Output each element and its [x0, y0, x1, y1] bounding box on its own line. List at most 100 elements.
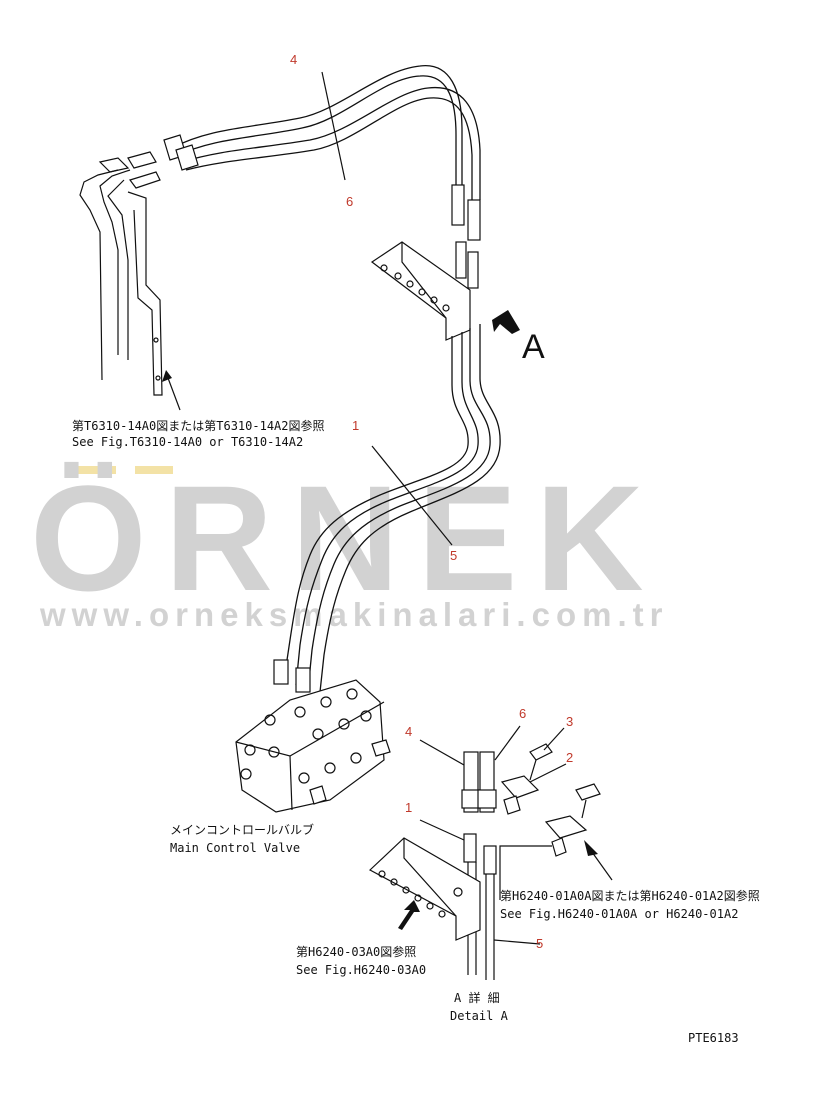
detail-nut [503, 795, 521, 815]
callout-detail-5: 5 [536, 936, 543, 951]
ref-t6310-jp: 第T6310-14A0図または第T6310-14A2図参照 [72, 418, 325, 433]
drawing-code: PTE6183 [688, 1031, 739, 1045]
leader-line [371, 445, 453, 546]
hose-4-outer-b [175, 75, 457, 190]
leader-line [494, 725, 521, 761]
watermark-umlaut-right [135, 466, 173, 474]
valve-port [360, 710, 372, 722]
pipe-5-b [319, 324, 501, 693]
valve-label-jp: メインコントロールバルブ [170, 822, 314, 837]
bracket-hole [406, 280, 414, 288]
pipe-fitting [455, 241, 467, 279]
valve-spool-end [309, 785, 327, 805]
callout-detail-1: 1 [405, 800, 412, 815]
detail-hose-nut [477, 789, 497, 809]
hose-4-outer-a [171, 65, 463, 185]
bracket-hole [430, 296, 438, 304]
pipe-fitting [467, 251, 479, 289]
ref-h6240-03-en: See Fig.H6240-03A0 [296, 963, 426, 977]
main-control-valve [235, 679, 391, 813]
valve-port [244, 744, 256, 756]
ref-arrow-line [167, 377, 181, 411]
callout-top-4: 4 [290, 52, 297, 67]
detail-a-title-en: Detail A [450, 1009, 509, 1023]
callout-detail-6: 6 [519, 706, 526, 721]
ref-h6240-03-jp: 第H6240-03A0図参照 [296, 944, 416, 959]
view-arrow-a [492, 310, 520, 334]
detail-bracket-edge [403, 838, 457, 917]
callout-detail-3: 3 [566, 714, 573, 729]
valve-port [312, 728, 324, 740]
callout-top-6: 6 [346, 194, 353, 209]
detail-hose-nut [461, 789, 481, 809]
ref-arrow-head [162, 370, 172, 382]
ref-t6310-en: See Fig.T6310-14A0 or T6310-14A2 [72, 435, 303, 449]
callout-detail-4: 4 [405, 724, 412, 739]
pipes-middle [273, 324, 501, 693]
detail-clamp-2 [500, 775, 540, 799]
frame-bracket-top-left [79, 151, 181, 411]
hose-6-outer-b [185, 97, 473, 205]
frame-bracket-plate [127, 191, 163, 396]
ref-arrow-line [591, 851, 613, 881]
bracket-hole [414, 894, 422, 902]
pipe-5-a [307, 328, 491, 691]
pipe-1-a [283, 336, 469, 681]
detail-bolt-shank [581, 799, 587, 819]
detail-bolt-3 [529, 743, 553, 761]
bracket-hole [394, 272, 402, 280]
frame-rail-inner [99, 169, 131, 355]
ref-h6240-01-en: See Fig.H6240-01A0A or H6240-01A2 [500, 907, 738, 921]
pipe-end-fitting [295, 667, 311, 693]
view-label-a: A [522, 328, 545, 366]
bracket-hole [426, 902, 434, 910]
bracket-bolt [453, 887, 463, 897]
valve-port [338, 718, 350, 730]
valve-port [346, 688, 358, 700]
watermark: ÖRNEK www.orneksmakinalari.com.tr [30, 454, 668, 633]
detail-pipe-fitting [463, 833, 477, 863]
bracket-hole [418, 288, 426, 296]
callout-detail-2: 2 [566, 750, 573, 765]
valve-port [350, 752, 362, 764]
detail-a-title-jp: A 詳 細 [454, 990, 500, 1005]
detail-clamp [544, 815, 588, 839]
bracket-upper-plate [370, 241, 471, 341]
valve-port [240, 768, 252, 780]
bracket-hole [442, 304, 450, 312]
watermark-umlaut-left [78, 466, 116, 474]
callout-mid-5: 5 [450, 548, 457, 563]
leader-line [529, 763, 567, 783]
ref-h6240-01-jp: 第H6240-01A0A図または第H6240-01A2図参照 [500, 888, 760, 903]
bracket-hole [402, 886, 410, 894]
ref-arrow-head [584, 840, 598, 856]
detail-bolt [575, 783, 601, 801]
bracket-hole [378, 870, 386, 878]
detail-a [368, 725, 613, 980]
valve-label-en: Main Control Valve [170, 841, 300, 855]
callout-mid-1: 1 [352, 418, 359, 433]
watermark-url: www.orneksmakinalari.com.tr [39, 596, 668, 633]
bracket-hole [438, 910, 446, 918]
bracket-hole [380, 264, 388, 272]
valve-port [320, 696, 332, 708]
hose-end-fitting [451, 184, 465, 226]
frame-fitting [127, 151, 157, 169]
detail-bolt-3-shank [529, 759, 537, 781]
frame-rail-mid [107, 179, 129, 360]
valve-port [294, 706, 306, 718]
bracket-upper [370, 241, 520, 341]
frame-fitting [129, 171, 161, 189]
pipe-1-b [295, 332, 479, 686]
leader-line [499, 845, 552, 900]
notes: 第T6310-14A0図または第T6310-14A2図参照 See Fig.T6… [72, 418, 760, 1045]
leader-line [543, 727, 565, 751]
bracket-hole [155, 375, 161, 381]
valve-body [235, 679, 385, 813]
hose-6-outer-a [181, 86, 481, 200]
valve-port [268, 746, 280, 758]
frame-clamp [98, 157, 130, 173]
valve-port [264, 714, 276, 726]
